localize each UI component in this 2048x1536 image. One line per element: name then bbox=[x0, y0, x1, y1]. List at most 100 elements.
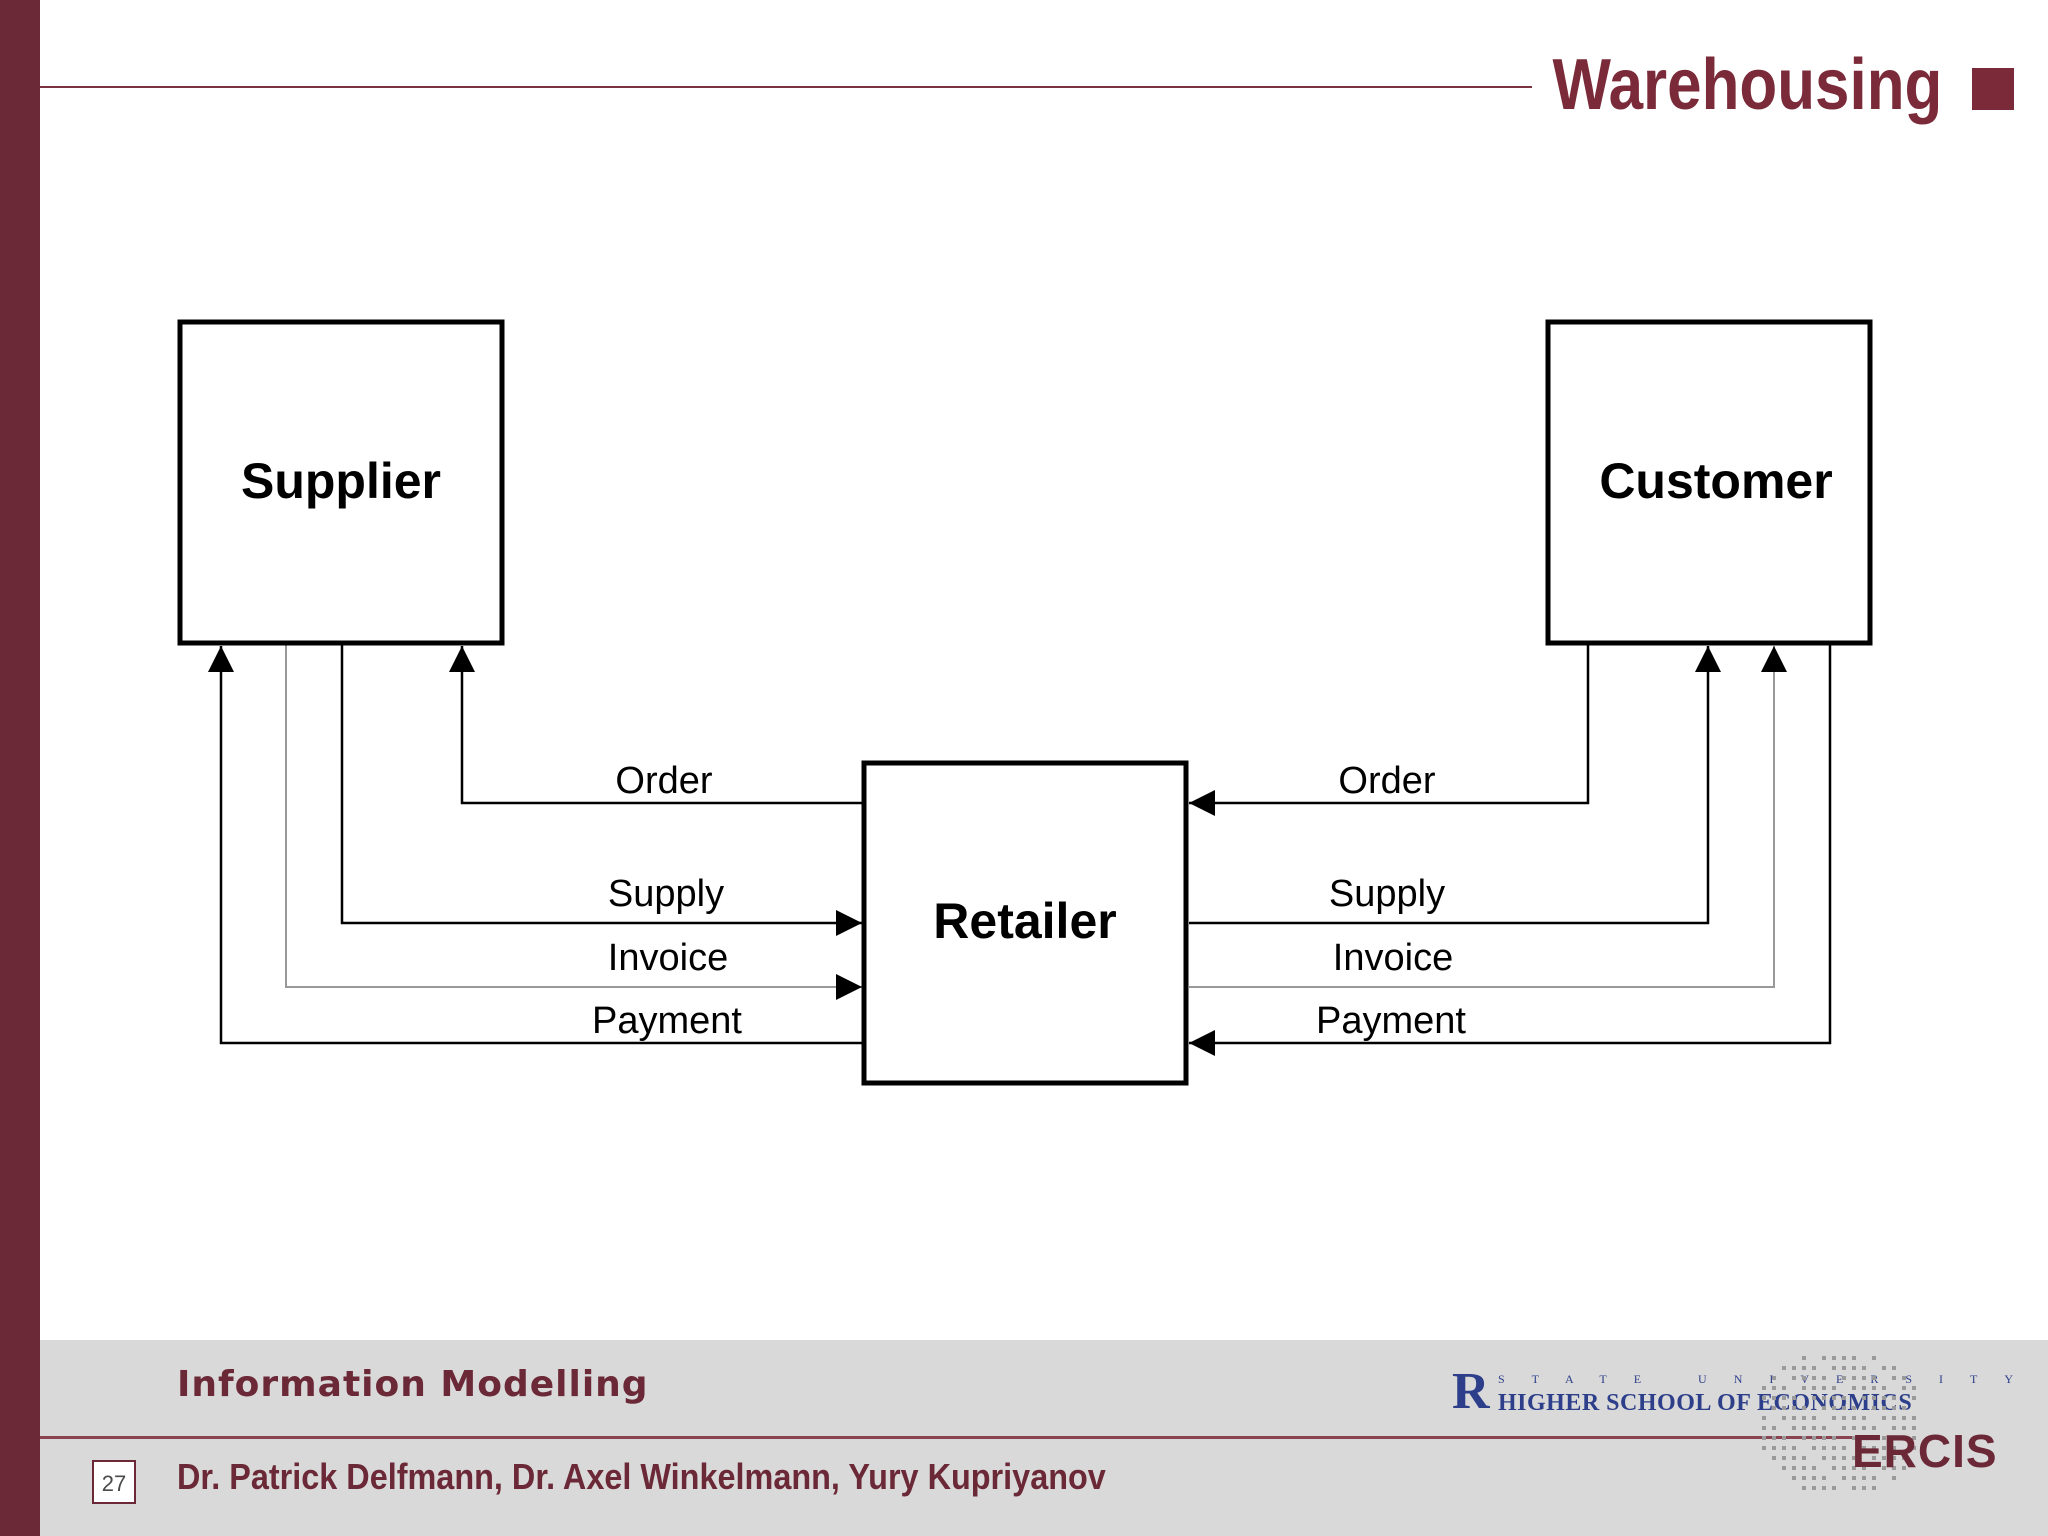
map-dot bbox=[1812, 1446, 1816, 1450]
map-dot bbox=[1852, 1376, 1856, 1380]
map-dot bbox=[1872, 1376, 1876, 1380]
map-dot bbox=[1892, 1366, 1896, 1370]
slide-title: Warehousing bbox=[1552, 45, 1942, 125]
map-dot bbox=[1762, 1416, 1766, 1420]
map-dot bbox=[1842, 1356, 1846, 1360]
map-dot bbox=[1892, 1406, 1896, 1410]
map-dot bbox=[1852, 1406, 1856, 1410]
map-dot bbox=[1792, 1396, 1796, 1400]
map-dot bbox=[1822, 1376, 1826, 1380]
map-dot bbox=[1762, 1446, 1766, 1450]
map-dot bbox=[1842, 1366, 1846, 1370]
map-dot bbox=[1832, 1446, 1836, 1450]
map-dot bbox=[1822, 1486, 1826, 1490]
footer-rule bbox=[40, 1436, 1870, 1439]
course-title: Information Modelling bbox=[177, 1364, 649, 1405]
map-dot bbox=[1882, 1456, 1886, 1460]
map-dot bbox=[1792, 1426, 1796, 1430]
map-dot bbox=[1892, 1426, 1896, 1430]
map-dot bbox=[1872, 1386, 1876, 1390]
map-dot bbox=[1762, 1426, 1766, 1430]
map-dot bbox=[1882, 1386, 1886, 1390]
map-dot bbox=[1822, 1456, 1826, 1460]
map-dot bbox=[1802, 1426, 1806, 1430]
map-dot bbox=[1862, 1476, 1866, 1480]
map-dot bbox=[1862, 1426, 1866, 1430]
map-dot bbox=[1812, 1386, 1816, 1390]
map-dot bbox=[1882, 1466, 1886, 1470]
map-dot bbox=[1862, 1386, 1866, 1390]
map-dot bbox=[1902, 1426, 1906, 1430]
map-dot bbox=[1812, 1436, 1816, 1440]
left-invoice-label: Invoice bbox=[608, 937, 728, 979]
title-square-icon bbox=[1972, 68, 2014, 110]
map-dot bbox=[1812, 1366, 1816, 1370]
map-dot bbox=[1872, 1456, 1876, 1460]
map-dot bbox=[1822, 1396, 1826, 1400]
map-dot bbox=[1852, 1456, 1856, 1460]
map-dot bbox=[1842, 1456, 1846, 1460]
map-dot bbox=[1882, 1446, 1886, 1450]
map-dot bbox=[1912, 1436, 1916, 1440]
map-dot bbox=[1812, 1426, 1816, 1430]
left-accent-bar bbox=[0, 0, 40, 1536]
map-dot bbox=[1852, 1436, 1856, 1440]
map-dot bbox=[1792, 1366, 1796, 1370]
map-dot bbox=[1822, 1386, 1826, 1390]
map-dot bbox=[1862, 1436, 1866, 1440]
connector-left-order bbox=[449, 646, 862, 805]
customer-label: Customer bbox=[1599, 453, 1832, 509]
map-dot bbox=[1852, 1386, 1856, 1390]
right-order-label: Order bbox=[1338, 760, 1435, 802]
map-dot bbox=[1812, 1396, 1816, 1400]
title-rule bbox=[40, 86, 1532, 88]
map-dot bbox=[1822, 1476, 1826, 1480]
map-dot bbox=[1862, 1376, 1866, 1380]
map-dot bbox=[1912, 1386, 1916, 1390]
map-dot bbox=[1832, 1356, 1836, 1360]
map-dot bbox=[1862, 1366, 1866, 1370]
page-number: 27 bbox=[92, 1460, 136, 1504]
right-payment-label: Payment bbox=[1316, 1000, 1466, 1042]
retailer-box bbox=[861, 760, 1189, 1086]
map-dot bbox=[1862, 1446, 1866, 1450]
map-dot bbox=[1832, 1366, 1836, 1370]
left-supply-label: Supply bbox=[608, 873, 724, 915]
authors: Dr. Patrick Delfmann, Dr. Axel Winkelman… bbox=[177, 1456, 1106, 1497]
map-dot bbox=[1872, 1426, 1876, 1430]
map-dot bbox=[1832, 1396, 1836, 1400]
map-dot bbox=[1842, 1376, 1846, 1380]
map-dot bbox=[1842, 1446, 1846, 1450]
map-dot bbox=[1912, 1426, 1916, 1430]
map-dot bbox=[1852, 1416, 1856, 1420]
customer-box bbox=[1545, 319, 1873, 646]
map-dot bbox=[1822, 1426, 1826, 1430]
map-dot bbox=[1802, 1416, 1806, 1420]
map-dot bbox=[1802, 1386, 1806, 1390]
map-dot bbox=[1892, 1466, 1896, 1470]
map-dot bbox=[1782, 1386, 1786, 1390]
map-dot bbox=[1902, 1456, 1906, 1460]
map-dot bbox=[1822, 1406, 1826, 1410]
hse-monogram: R bbox=[1452, 1363, 1490, 1420]
map-dot bbox=[1772, 1456, 1776, 1460]
map-dot bbox=[1892, 1476, 1896, 1480]
map-dot bbox=[1802, 1356, 1806, 1360]
map-dot bbox=[1902, 1466, 1906, 1470]
map-dot bbox=[1872, 1406, 1876, 1410]
map-dot bbox=[1812, 1466, 1816, 1470]
map-dot bbox=[1832, 1456, 1836, 1460]
map-dot bbox=[1912, 1396, 1916, 1400]
map-dot bbox=[1882, 1366, 1886, 1370]
connector-left-supply bbox=[340, 643, 862, 936]
map-dot bbox=[1862, 1396, 1866, 1400]
map-dot bbox=[1792, 1456, 1796, 1460]
map-dot bbox=[1792, 1416, 1796, 1420]
connector-right-invoice bbox=[1189, 646, 1787, 988]
ercis-dot-map-icon bbox=[1762, 1356, 1916, 1490]
map-dot bbox=[1772, 1406, 1776, 1410]
map-dot bbox=[1842, 1396, 1846, 1400]
map-dot bbox=[1862, 1486, 1866, 1490]
map-dot bbox=[1812, 1486, 1816, 1490]
map-dot bbox=[1872, 1446, 1876, 1450]
